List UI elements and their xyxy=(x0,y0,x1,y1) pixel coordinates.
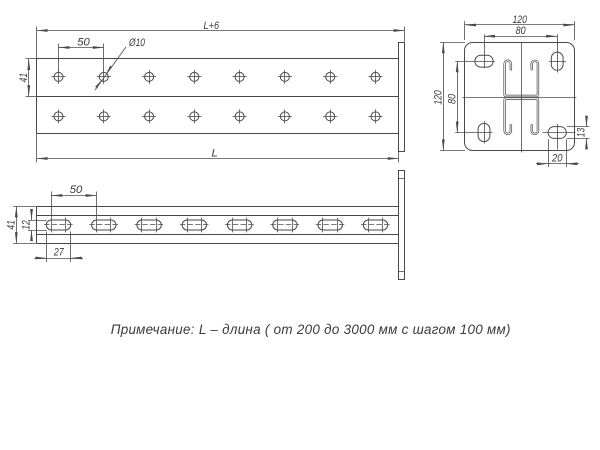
svg-text:13: 13 xyxy=(576,127,588,137)
svg-text:80: 80 xyxy=(516,25,527,37)
svg-text:27: 27 xyxy=(53,247,64,259)
svg-text:120: 120 xyxy=(512,14,527,26)
svg-text:50: 50 xyxy=(70,184,83,196)
svg-text:41: 41 xyxy=(18,73,30,83)
svg-text:120: 120 xyxy=(433,90,445,105)
svg-text:41: 41 xyxy=(6,220,18,230)
svg-text:12: 12 xyxy=(20,220,32,230)
svg-text:80: 80 xyxy=(446,93,458,104)
svg-text:Ø10: Ø10 xyxy=(128,37,145,49)
svg-text:L+6: L+6 xyxy=(204,20,220,32)
svg-text:Примечание: L – длина ( от 200: Примечание: L – длина ( от 200 до 3000 м… xyxy=(111,322,511,337)
svg-text:50: 50 xyxy=(77,36,90,48)
svg-text:L: L xyxy=(212,148,218,160)
svg-text:20: 20 xyxy=(551,152,563,164)
